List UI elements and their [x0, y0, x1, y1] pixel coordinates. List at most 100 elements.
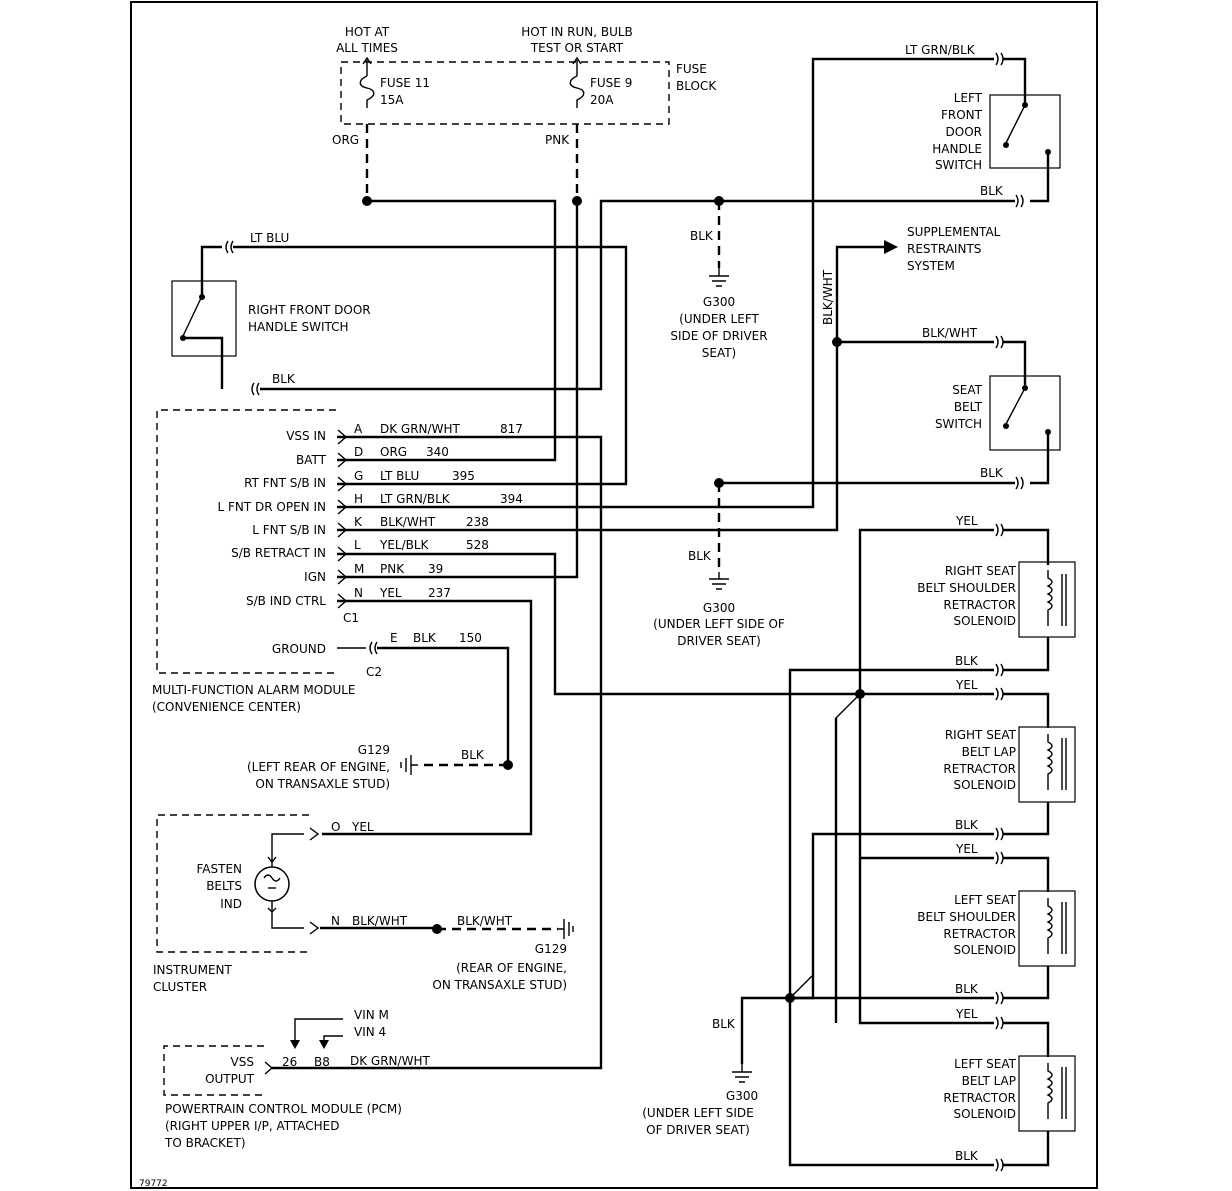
diagram-label: SOLENOID	[953, 943, 1016, 957]
mfam-pin-vss-in: VSS IN A DK GRN/WHT 817	[286, 422, 523, 445]
wire-pnk-label: PNK	[545, 133, 570, 147]
diagram-label: YEL	[955, 842, 978, 856]
diagram-label: VIN M	[354, 1008, 389, 1022]
diagram-label: DRIVER SEAT)	[677, 634, 761, 648]
right-front-door-handle-switch: RIGHT FRONT DOOR HANDLE SWITCH	[171, 245, 371, 389]
diagram-label: SUPPLEMENTAL	[907, 225, 1001, 239]
diagram-label: SWITCH	[935, 417, 982, 431]
mfam-pin-l-fnt-dr-open-in: L FNT DR OPEN IN H LT GRN/BLK 394	[218, 492, 523, 515]
srs-label: SUPPLEMENTAL RESTRAINTS SYSTEM	[907, 225, 1001, 273]
diagram-label: LT BLU	[380, 469, 419, 483]
diagram-label: 340	[426, 445, 449, 459]
wire-blk-wht-srs	[835, 245, 884, 342]
diagram-frame	[130, 1, 1098, 1189]
connector-icon	[369, 641, 378, 655]
diagram-label: 528	[466, 538, 489, 552]
wire-lt-grn-blk	[337, 57, 994, 509]
left-front-door-handle-switch: LEFT FRONT DOOR HANDLE SWITCH	[932, 91, 1061, 203]
wire-pnk-ign	[337, 201, 579, 579]
wire-lt-blu-label: LT BLU	[250, 231, 289, 245]
instrument-cluster: INSTRUMENT CLUSTER FASTEN BELTS IND O YE…	[153, 814, 408, 994]
diagram-label: BATT	[296, 453, 327, 467]
connector-icon	[995, 991, 1004, 1005]
diagram-label: SOLENOID	[953, 778, 1016, 792]
diagram-label: ON TRANSAXLE STUD)	[255, 777, 390, 791]
mfam-pin-l-fnt-sb-in: L FNT S/B IN K BLK/WHT 238	[252, 515, 489, 538]
fuse-9-icon	[569, 75, 585, 108]
diagram-label: G	[354, 469, 363, 483]
diagram-label: (RIGHT UPPER I/P, ATTACHED	[165, 1119, 339, 1133]
diagram-label: SEAT	[952, 383, 982, 397]
diagram-label: RETRACTOR	[943, 1091, 1016, 1105]
fuse-11-rating: 15A	[380, 93, 404, 107]
diagram-label: 817	[500, 422, 523, 436]
fuse-block-label: FUSE	[676, 62, 707, 76]
diagram-label: (REAR OF ENGINE,	[456, 961, 567, 975]
ground-location: SEAT)	[702, 346, 737, 360]
diagram-label: G300	[726, 1089, 758, 1103]
wire-dk-grn-wht	[272, 435, 603, 1070]
diagram-label: 238	[466, 515, 489, 529]
diagram-label: S/B IND CTRL	[246, 594, 326, 608]
diagram-label: S/B RETRACT IN	[231, 546, 326, 560]
powertrain-control-module: VSS OUTPUT 26 B8 DK GRN/WHT VIN M VIN 4 …	[163, 1008, 430, 1150]
mfam-pin-batt: BATT D ORG 340	[296, 445, 449, 468]
diagram-label: CLUSTER	[153, 980, 207, 994]
fasten-belts-bulb-icon	[254, 866, 290, 902]
wire-blk-ground-e	[377, 646, 510, 765]
diagram-label: E	[390, 631, 398, 645]
fuse-block-label: BLOCK	[676, 79, 717, 93]
wire-blk-wht-mfam	[337, 340, 994, 532]
ground-g129-right: G129 (REAR OF ENGINE, ON TRANSAXLE STUD)	[432, 919, 574, 992]
switch-label: HANDLE	[932, 142, 982, 156]
fuse-9-rating: 20A	[590, 93, 614, 107]
diagram-label: (LEFT REAR OF ENGINE,	[247, 760, 390, 774]
connector-c2: C2	[366, 665, 382, 679]
arrow-icon	[319, 1040, 329, 1049]
diagram-label: BLK/WHT	[352, 914, 408, 928]
diagram-label: BELT SHOULDER	[917, 910, 1016, 924]
diagram-label: PNK	[380, 562, 405, 576]
connector-icon	[995, 52, 1004, 66]
connector-icon	[995, 523, 1004, 537]
diagram-label: RESTRAINTS	[907, 242, 981, 256]
diagram-label: LEFT SEAT	[954, 1057, 1017, 1071]
connector-c1: C1	[343, 611, 359, 625]
diagram-label: G129	[358, 743, 390, 757]
diagram-label: (UNDER LEFT SIDE	[642, 1106, 754, 1120]
hot-at-all-times-label: ALL TIMES	[336, 41, 398, 55]
diagram-label: BLK	[712, 1017, 736, 1031]
wire-blk-label: BLK	[980, 184, 1004, 198]
diagram-label: 394	[500, 492, 523, 506]
diagram-label: BELT LAP	[962, 1074, 1016, 1088]
diagram-label: YEL	[955, 1007, 978, 1021]
connector-icon	[995, 663, 1004, 677]
solenoid-right-shoulder: YEL BLK RIGHT SEAT BELT SHOULDER RETRACT…	[917, 514, 1076, 677]
diagram-label: RT FNT S/B IN	[244, 476, 326, 490]
diagram-label: A	[354, 422, 363, 436]
diagram-label: G300	[703, 601, 735, 615]
hot-in-run-label: TEST OR START	[530, 41, 624, 55]
ground-g300-bottom: BLK G300 (UNDER LEFT SIDE OF DRIVER SEAT…	[642, 1017, 758, 1137]
switch-label: RIGHT FRONT DOOR	[248, 303, 371, 317]
diagram-label: RETRACTOR	[943, 762, 1016, 776]
diagram-label: RETRACTOR	[943, 927, 1016, 941]
ground-location: (UNDER LEFT	[679, 312, 759, 326]
diagram-label: BLK/WHT	[457, 914, 513, 928]
hot-at-all-times-label: HOT AT	[345, 25, 390, 39]
diagram-label: L FNT S/B IN	[252, 523, 326, 537]
connector-icon	[995, 335, 1004, 349]
diagram-label: 237	[428, 586, 451, 600]
diagram-label: VSS	[231, 1055, 254, 1069]
diagram-label: 150	[459, 631, 482, 645]
diagram-label: RIGHT SEAT	[945, 564, 1017, 578]
diagram-label: BLK	[955, 654, 979, 668]
diagram-label: ORG	[380, 445, 407, 459]
connector-icon	[995, 827, 1004, 841]
diagram-label: L	[354, 538, 361, 552]
diagram-label: G129	[535, 942, 567, 956]
diagram-label: BLK	[955, 818, 979, 832]
diagram-label: 26	[282, 1055, 297, 1069]
connector-icon	[995, 851, 1004, 865]
seat-belt-switch-wire: BLK/WHT	[922, 326, 978, 340]
